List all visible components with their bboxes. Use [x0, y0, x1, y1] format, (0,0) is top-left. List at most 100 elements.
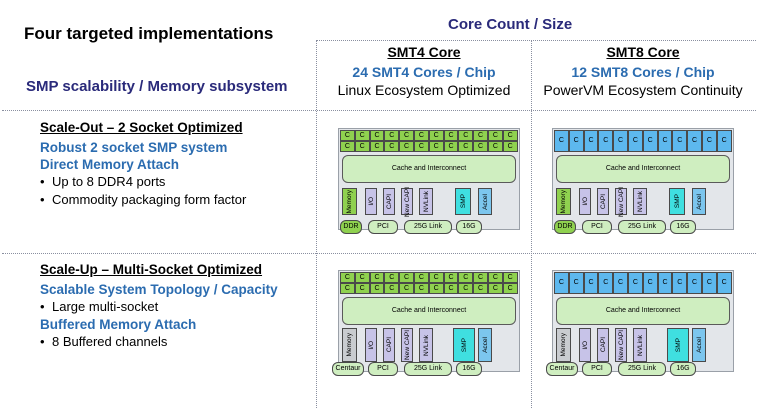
core-cell: C — [627, 272, 643, 294]
core-cell: C — [443, 272, 459, 283]
block-label: Memory — [346, 189, 353, 214]
core-cell: C — [613, 130, 628, 152]
core-cell: C — [487, 130, 503, 141]
core-cell: C — [672, 272, 688, 294]
divider-col-left — [316, 40, 317, 408]
block-label: Accel — [695, 337, 703, 353]
core-cell: C — [554, 272, 569, 294]
core-cell: C — [598, 130, 614, 152]
block-new-capi: New CAPI — [615, 186, 627, 217]
feature-bullet: Large multi-socket — [40, 298, 340, 316]
block-label: New CAPI — [617, 330, 625, 360]
feature-heading: Scalable System Topology / Capacity — [40, 282, 278, 297]
block-label: SMP — [459, 194, 467, 209]
port-16g: 16G — [456, 220, 482, 234]
block-label: SMP — [674, 337, 682, 353]
block-memory: Memory — [556, 188, 571, 215]
port-pci: PCI — [368, 362, 398, 376]
block-label: Memory — [346, 333, 353, 357]
block-new-capi: New CAPI — [615, 328, 627, 362]
block-label: CAPI — [385, 337, 393, 353]
block-label: NVLink — [422, 191, 430, 212]
column-ecosystem: Linux Ecosystem Optimized — [337, 82, 511, 98]
feature-heading: Buffered Memory Attach — [40, 317, 197, 332]
port-25g-link: 25G Link — [404, 220, 452, 234]
column-cores: 12 SMT8 Cores / Chip — [571, 64, 715, 80]
block-capi: CAPI — [597, 188, 609, 215]
core-cell: C — [369, 130, 385, 141]
block-i-o: I/O — [579, 328, 591, 362]
core-cell: C — [369, 272, 385, 283]
core-cell: C — [568, 272, 584, 294]
core-cell: C — [413, 130, 429, 141]
block-capi: CAPI — [597, 328, 609, 362]
core-cell: C — [642, 130, 658, 152]
core-cell: C — [583, 130, 599, 152]
block-capi: CAPI — [383, 188, 395, 215]
core-cell: C — [443, 130, 459, 141]
column-name: SMT8 Core — [606, 44, 680, 60]
port-25g-link: 25G Link — [618, 220, 666, 234]
core-cell: C — [458, 130, 474, 141]
core-cell: C — [428, 283, 444, 294]
block-new-capi: New CAPI — [401, 328, 413, 362]
block-label: SMP — [460, 337, 468, 353]
core-cell: C — [473, 130, 488, 141]
core-cell: C — [642, 272, 658, 294]
core-cell: C — [473, 141, 488, 152]
port-pci: PCI — [368, 220, 398, 234]
core-cell: C — [458, 141, 474, 152]
block-i-o: I/O — [579, 188, 591, 215]
block-smp: SMP — [669, 188, 685, 215]
core-cell: C — [413, 283, 429, 294]
core-cell: C — [399, 283, 414, 294]
block-label: CAPI — [599, 193, 607, 210]
row-heading: Scale-Up – Multi-Socket Optimized — [40, 262, 263, 277]
core-cell: C — [443, 141, 459, 152]
block-memory: Memory — [342, 188, 357, 215]
core-cell: C — [487, 141, 503, 152]
block-smp: SMP — [453, 328, 475, 362]
port-16g: 16G — [456, 362, 482, 376]
block-nvlink: NVLink — [633, 188, 647, 215]
block-label: NVLink — [422, 334, 430, 356]
block-label: Memory — [560, 333, 567, 357]
block-label: CAPI — [385, 193, 393, 210]
core-cell: C — [384, 283, 400, 294]
core-cell: C — [354, 130, 370, 141]
port-16g: 16G — [670, 220, 696, 234]
row-header: SMP scalability / Memory subsystem — [26, 78, 288, 95]
core-cell: C — [340, 272, 355, 283]
block-accel: Accel — [692, 328, 706, 362]
core-cell: C — [399, 141, 414, 152]
block-label: Memory — [560, 189, 567, 214]
block-i-o: I/O — [365, 188, 377, 215]
core-cell: C — [354, 272, 370, 283]
column-cores: 24 SMT4 Cores / Chip — [352, 64, 496, 80]
core-cell: C — [428, 141, 444, 152]
block-accel: Accel — [478, 328, 492, 362]
port-16g: 16G — [670, 362, 696, 376]
column-header-smt4: SMT4 Core 24 SMT4 Cores / Chip Linux Eco… — [314, 44, 534, 98]
block-label: New CAPI — [617, 186, 625, 217]
block-label: CAPI — [599, 337, 607, 353]
core-cell: C — [502, 272, 518, 283]
core-cell: C — [657, 130, 673, 152]
cache-interconnect: Cache and Interconnect — [342, 155, 516, 183]
block-label: NVLink — [636, 334, 644, 356]
core-cell: C — [369, 283, 385, 294]
core-cell: C — [701, 272, 717, 294]
core-cell: C — [502, 283, 518, 294]
cache-interconnect: Cache and Interconnect — [556, 297, 730, 325]
core-cell: C — [354, 141, 370, 152]
core-cell: C — [554, 130, 569, 152]
core-cell: C — [428, 272, 444, 283]
port-centaur: Centaur — [546, 362, 578, 376]
feature-bullet: 8 Buffered channels — [40, 333, 340, 351]
